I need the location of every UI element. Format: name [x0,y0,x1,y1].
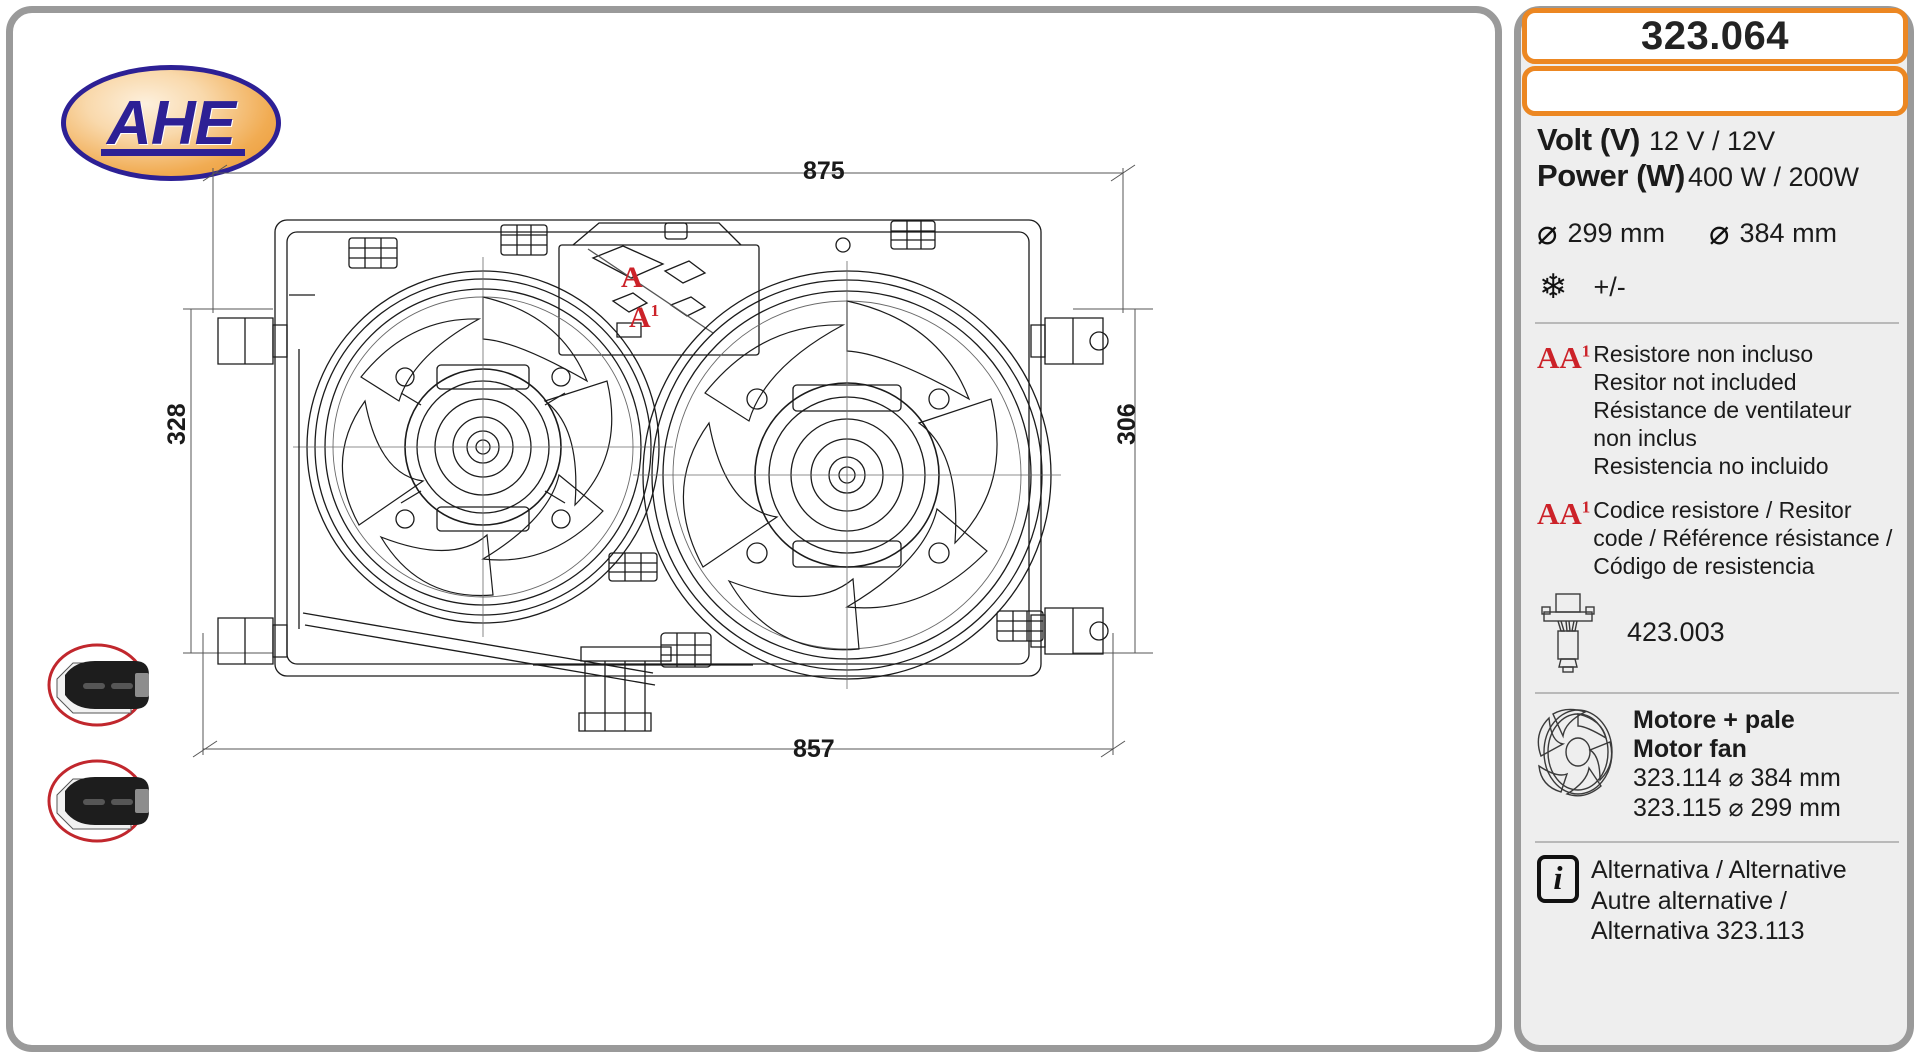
logo-ellipse-shape [61,65,281,181]
diameter-row: ⌀ 299 mm ⌀ 384 mm [1521,194,1913,250]
alternative-line: Alternativa / Alternative [1591,856,1847,885]
aa-marker-text: AA [1537,496,1582,532]
fan-assembly-technical-drawing [183,164,1153,758]
resistor-note-lines: Resistore non incluso Resitor not includ… [1593,340,1851,480]
alternative-line: Autre alternative / [1591,886,1787,915]
alternative-text: Alternativa / Alternative Autre alternat… [1591,855,1847,947]
ac-row: ❄ +/- [1521,250,1913,304]
note-line: Résistance de ventilateur [1593,397,1852,424]
drawing-panel: AHE [6,6,1502,1052]
note-line: non inclus [1593,425,1697,452]
snowflake-icon: ❄ [1539,268,1568,306]
spec-panel [1514,6,1914,1052]
motor-fan-title-it: Motore + pale [1633,706,1795,735]
ahe-logo: AHE [61,65,281,181]
diameter-item-1: ⌀ 299 mm [1537,216,1665,250]
aa-marker-text: AA [1537,340,1582,375]
diameter-item-2: ⌀ 384 mm [1709,216,1837,250]
aa-marker-sup: 1 [1581,341,1591,361]
power-row: Power (W) 400 W / 200W [1521,158,1913,194]
note-line: Resistore non incluso [1593,341,1814,367]
resistor-not-included-note: AA1 Resistore non incluso Resitor not in… [1521,324,1913,480]
volt-value: 12 V / 12V [1648,126,1776,156]
callout-a1-sup: 1 [650,301,660,320]
aa-marker: AA1 [1537,340,1590,480]
motor-fan-item: 323.115 ⌀ 299 mm [1633,794,1841,823]
resistor-part-row: 423.003 [1521,580,1913,674]
motor-fan-item: 323.114 ⌀ 384 mm [1633,764,1841,793]
connector-photo-2 [47,759,149,843]
motor-fan-title-en: Motor fan [1633,734,1747,763]
dimension-bottom-width: 857 [793,735,835,763]
fan-icon [1537,709,1613,797]
connector-photo-1 [47,643,149,727]
info-icon: i [1537,855,1579,904]
note-line: Resistencia no incluido [1593,453,1829,480]
spec-body: Volt (V) 12 V / 12V Power (W) 400 W / 20… [1521,122,1913,1050]
divider-1 [1535,322,1899,324]
logo-text: AHE [107,88,236,158]
divider-3 [1535,841,1899,844]
diameter-value-2: 384 mm [1739,217,1838,248]
resistor-code: 423.003 [1627,616,1725,647]
info-icon-glyph: i [1553,860,1563,897]
motor-fan-row: Motore + pale Motor fan 323.114 ⌀ 384 mm… [1521,694,1913,823]
aa-marker: AA1 [1537,496,1590,580]
diameter-value-1: 299 mm [1567,217,1666,248]
part-number-secondary-box [1522,66,1908,116]
dimension-right-height: 306 [1113,403,1141,445]
resistor-icon [1541,593,1595,674]
volt-label: Volt (V) [1537,122,1640,157]
note-line: code / Référence résistance / [1593,525,1893,552]
logo-underline-bar [101,149,245,156]
part-number-box: 323.064 [1522,8,1908,64]
diameter-icon: ⌀ [1537,214,1558,252]
alternative-line: Alternativa 323.113 [1591,917,1805,946]
part-number: 323.064 [1640,13,1790,58]
callout-a-label: A [621,261,643,294]
resistor-code-lines: Codice resistore / Resitor code / Référe… [1593,496,1892,580]
dimension-top-width: 875 [803,157,845,185]
motor-fan-text: Motore + pale Motor fan 323.114 ⌀ 384 mm… [1633,706,1841,823]
volt-row: Volt (V) 12 V / 12V [1521,122,1913,158]
callout-a: A [621,261,643,295]
resistor-code-note: AA1 Codice resistore / Resitor code / Ré… [1521,480,1913,580]
power-value: 400 W / 200W [1687,162,1860,192]
alternative-row: i Alternativa / Alternative Autre altern… [1521,843,1913,947]
dimension-left-height: 328 [163,403,191,445]
ac-value: +/- [1593,271,1626,302]
callout-a1: A1 [629,301,659,335]
note-line: Código de resistencia [1593,553,1815,580]
note-line: Resitor not included [1593,369,1797,396]
power-label: Power (W) [1537,158,1685,193]
divider-2 [1535,692,1899,695]
note-line: Codice resistore / Resitor [1593,497,1852,524]
diameter-icon: ⌀ [1709,214,1730,252]
callout-a1-label: A [629,301,651,334]
aa-marker-sup: 1 [1581,497,1591,517]
